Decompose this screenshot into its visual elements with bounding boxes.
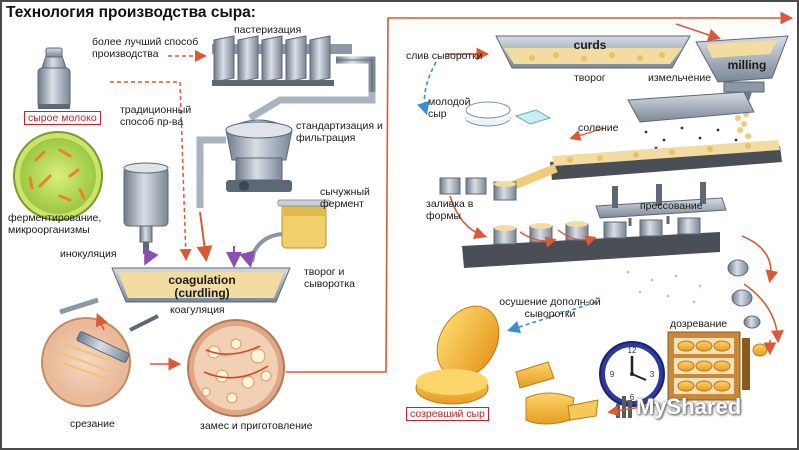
curds-trough-icon <box>495 35 691 69</box>
drying-spray <box>626 270 702 304</box>
cheese-wheels-rolling <box>727 259 761 329</box>
ripening-shelf-icon <box>667 331 768 401</box>
label-molding: заливка в формы <box>426 198 474 222</box>
clock-digit-9: 9 <box>610 370 615 379</box>
clock-digit-12: 12 <box>628 346 637 355</box>
clock-icon <box>599 341 665 407</box>
young-cheese-icon <box>465 101 552 127</box>
salting-machine-icon <box>627 91 755 154</box>
label-ripe-cheese: созревший сыр <box>406 407 489 421</box>
label-coagulation-en: coagulation (curdling) <box>150 274 254 300</box>
rennet-jar-icon <box>250 199 331 263</box>
label-drying: осушение дополн-ой сыворотки <box>499 296 601 320</box>
press-icon <box>595 182 727 226</box>
label-standardization: стандартизация и фильтрация <box>296 120 383 144</box>
label-ripening: дозревание <box>670 318 728 330</box>
label-young-cheese: молодой сыр <box>428 96 471 120</box>
label-coagulation-ru: коагуляция <box>170 304 225 316</box>
process-arrows-right <box>417 23 784 417</box>
coagulation-vat-icon <box>59 267 291 315</box>
conveyor-belt-upper <box>550 140 782 180</box>
cutting-icon <box>41 314 159 407</box>
label-pasteurization: пастеризация <box>234 24 302 36</box>
label-milling-ru: измельчение <box>648 72 712 84</box>
label-coagulation-en-line1: coagulation <box>168 273 236 287</box>
pipe <box>248 92 376 122</box>
label-curd-whey: творог и сыворотка <box>304 266 356 290</box>
pasteurizer-icon <box>212 35 376 92</box>
molds-icon <box>439 177 517 201</box>
separator-icon <box>196 119 293 208</box>
fermentation-petri-icon <box>13 131 103 221</box>
milk-can-icon <box>37 47 71 109</box>
press-conveyor <box>462 217 720 268</box>
label-kneading: замес и приготовление <box>200 420 313 432</box>
label-inoculation: инокуляция <box>60 248 117 260</box>
curd-chute <box>510 163 558 191</box>
label-rennet: сычужный фермент <box>320 186 370 210</box>
label-fermentation: ферментирование, микроорганизмы <box>8 212 102 236</box>
watermark-text: MyShared <box>636 394 742 419</box>
label-milling-en: milling <box>727 58 767 72</box>
label-curds-ru: творог <box>574 72 606 84</box>
label-whey-drain: слив сыворотки <box>406 50 483 62</box>
label-cutting: срезание <box>70 418 115 430</box>
process-arrows-left <box>95 11 794 373</box>
page-title: Технология производства сыра: <box>6 4 256 21</box>
label-coagulation-en-line2: (curdling) <box>174 286 230 300</box>
kneading-icon <box>187 319 285 417</box>
inoculation-tank-icon <box>123 162 169 254</box>
label-better-method: более лучший способ производства <box>92 36 199 60</box>
label-raw-milk: сырое молоко <box>24 111 101 125</box>
clock-digit-6: 6 <box>630 393 635 402</box>
label-pressing: прессование <box>640 200 703 212</box>
label-curds-en: curds <box>573 38 607 52</box>
clock-digit-3: 3 <box>650 370 655 379</box>
label-traditional: традиционный способ пр-ва <box>120 104 192 128</box>
label-salting: соление <box>578 122 619 134</box>
ripe-cheese-icon <box>415 305 599 425</box>
